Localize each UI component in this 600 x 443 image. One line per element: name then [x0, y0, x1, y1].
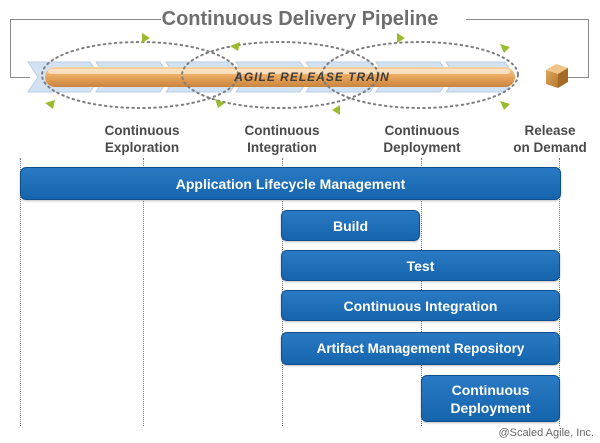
bracket-left: [10, 19, 161, 78]
stage-label-deployment: Continuous Deployment: [383, 123, 461, 155]
copyright-text: @Scaled Agile, Inc.: [498, 427, 594, 439]
stage-label-exploration: Continuous Exploration: [104, 123, 180, 155]
stage-label-integration: Continuous Integration: [244, 123, 320, 155]
guide-line-2: [143, 158, 144, 426]
guide-line-5: [559, 158, 560, 426]
bracket-right-foot: [568, 77, 588, 78]
tool-bar-test: Test: [281, 250, 560, 281]
release-box-icon: [546, 64, 568, 88]
loop-arrow-icon: [41, 41, 519, 109]
tool-bar-ci: Continuous Integration: [281, 290, 560, 321]
tool-bar-alm: Application Lifecycle Management: [20, 167, 561, 200]
bracket-left-foot: [10, 77, 30, 78]
pipeline-graphic: AGILE RELEASE TRAIN: [27, 33, 568, 115]
arrowheads: [45, 33, 510, 115]
stage-label-release: Release on Demand: [513, 123, 587, 155]
tool-bar-cd: Continuous Deployment: [421, 375, 560, 422]
tool-bar-artifact: Artifact Management Repository: [281, 332, 560, 365]
train-label: AGILE RELEASE TRAIN: [233, 70, 390, 84]
diagram-title: Continuous Delivery Pipeline: [161, 8, 439, 30]
guide-line-1: [20, 158, 21, 426]
bracket-right: [466, 19, 589, 78]
tool-bar-build: Build: [281, 210, 420, 241]
